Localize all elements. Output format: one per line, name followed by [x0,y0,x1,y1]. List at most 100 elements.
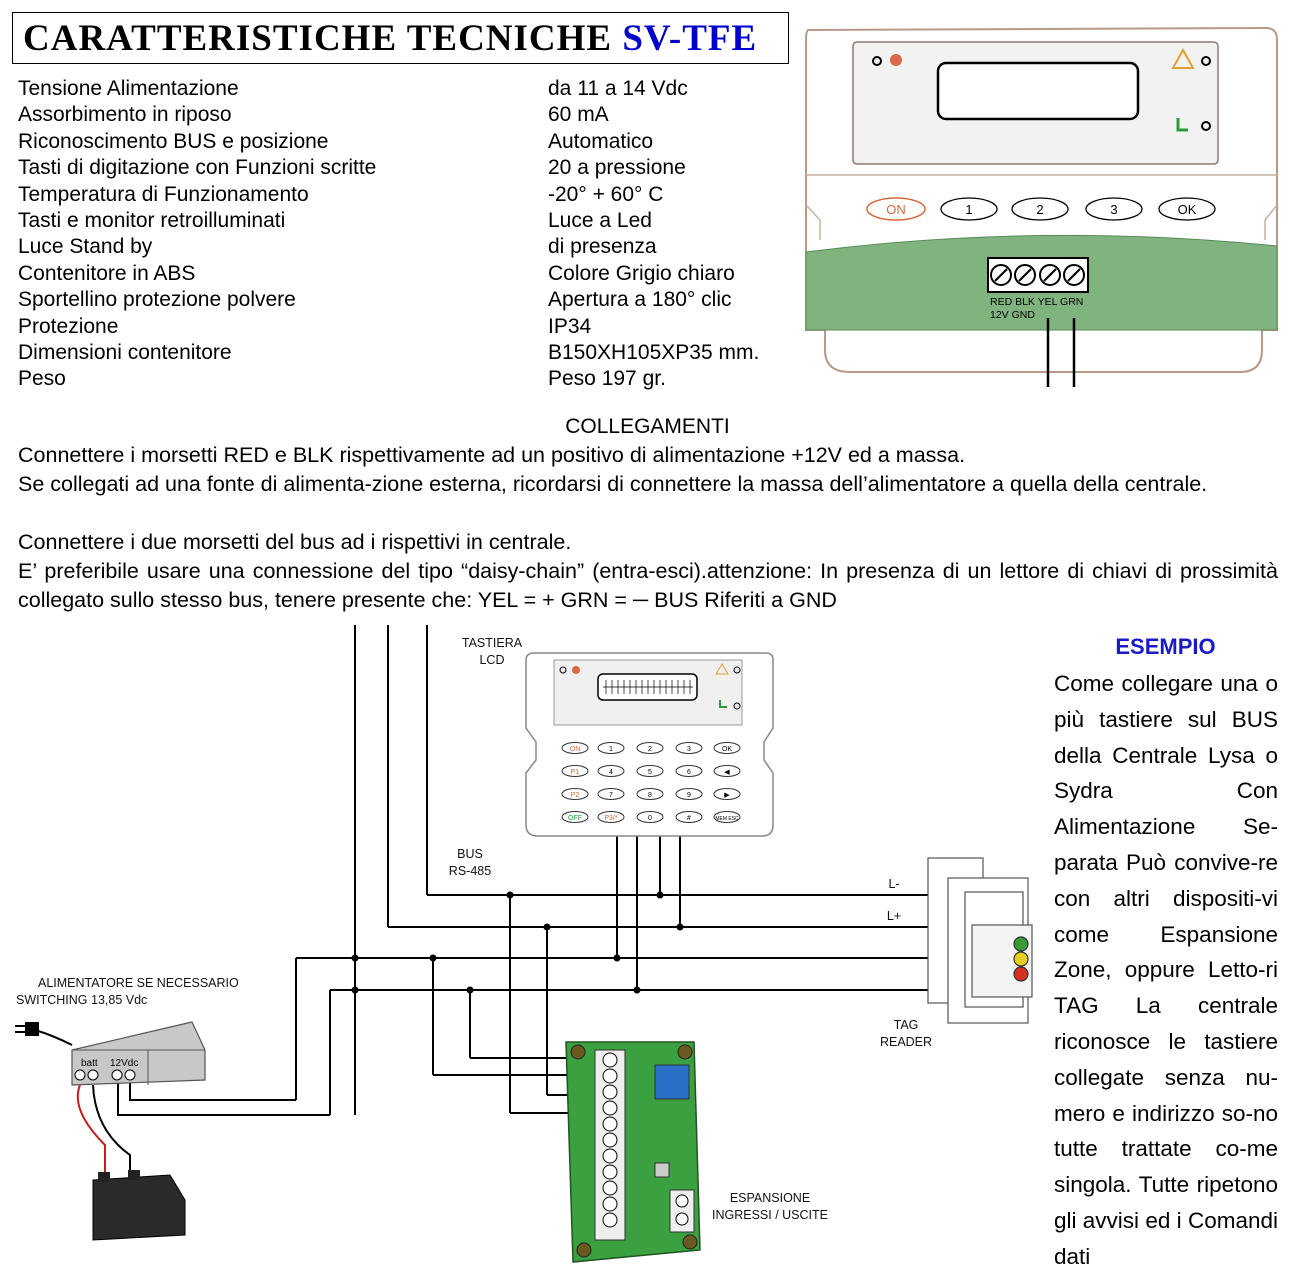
spec-table: Tensione Alimentazione da 11 a 14 Vdc Ass… [18,76,759,393]
paragraph-3: Connettere i due morsetti del bus ad i r… [18,530,572,554]
psu-terminal-12v: 12Vdc [110,1058,138,1069]
spec-value: IP34 [548,314,592,338]
top-keys: ON 1 2 3 OK [866,197,1216,221]
terminal-labels-top: RED BLK YEL GRN [990,296,1083,308]
lcd-key-label: OK [722,746,732,753]
psu-terminal-batt: batt [81,1058,98,1069]
key-on [866,197,926,221]
spec-label: Luce Stand by [18,235,153,259]
paragraph-1: Connettere i morsetti RED e BLK rispetti… [18,443,966,467]
spec-row: Protezione IP34 [18,314,591,340]
spec-label: Riconoscimento BUS e posizione [18,129,329,153]
spec-row: Riconoscimento BUS e posizione Automatico [18,129,653,155]
keypad-display-panel [852,41,1219,165]
warning-icon [1171,47,1195,69]
line-label-minus: L- [888,877,900,891]
section-heading-collegamenti: COLLEGAMENTI [565,415,730,438]
spec-label: Protezione [18,314,119,338]
tag-reader-drawing [927,857,1033,1024]
spec-row: Contenitore in ABS Colore Grigio chiaro [18,261,735,287]
power-supply-drawing: batt 12Vdc [15,1021,206,1086]
spec-value: -20° + 60° C [548,182,664,206]
spec-value: B150XH105XP35 mm. [548,340,760,364]
key-on-label: ON [886,202,906,217]
lcd-key-label: 7 [609,792,613,799]
key-1 [940,197,998,221]
lcd-key-label: 3 [687,746,691,753]
lcd-key-label: P1 [571,769,580,776]
key-ok-label: OK [1178,202,1197,217]
spec-value: 20 a pressione [548,156,686,180]
spec-label: Temperatura di Funzionamento [18,182,309,206]
lcd-screen [936,61,1140,121]
keypad-lcd-drawing [525,652,774,837]
spec-row: Luce Stand by di presenza [18,234,657,260]
led-right-icon [1201,56,1211,66]
lcd-key-label: OFF [568,815,582,822]
spec-row: Temperatura di Funzionamento -20° + 60° C [18,182,663,208]
spec-value: Apertura a 180° clic [548,288,732,312]
spec-value: Peso 197 gr. [548,367,666,391]
led-left-icon [872,56,882,66]
lcd-key-label: P2 [571,792,580,799]
title-model: SV-TFE [622,18,758,59]
spec-value: Automatico [548,129,654,153]
page-title: CARATTERISTICHE TECNICHE SV-TFE [23,17,757,60]
expansion-board-drawing [565,1041,701,1263]
spec-value: da 11 a 14 Vdc [548,77,688,100]
spec-row: Tasti e monitor retroilluminati Luce a Le… [18,208,652,234]
lcd-key-label: 0 [648,815,652,822]
spec-row: Sportellino protezione polvere Apertura a… [18,287,732,313]
alarm-icon [890,54,902,66]
lcd-key-label: 2 [648,746,652,753]
spec-label: Peso [18,367,66,391]
example-body: Come collegare una o più tastiere sul BU… [1054,671,1278,1269]
spec-label: Tasti e monitor retroilluminati [18,208,286,232]
lcd-key-label: 4 [609,769,613,776]
junction-dots [351,891,684,994]
lcd-key-label: 6 [687,769,691,776]
key-ok [1158,197,1216,221]
key-3 [1085,197,1143,221]
spec-label: Contenitore in ABS [18,261,196,285]
spec-label: Assorbimento in riposo [18,103,232,127]
paragraph-4: E’ preferibile usare una connessione del… [18,559,1278,612]
spec-label: Dimensioni contenitore [18,340,232,364]
key-1-label: 1 [965,202,972,217]
line-label-plus: L+ [886,909,902,923]
paragraph-2: Se collegati ad una fonte di alimenta-zi… [18,472,1208,496]
spec-value: Luce a Led [548,208,652,232]
spec-value: Colore Grigio chiaro [548,261,735,285]
key-2 [1011,197,1069,221]
spec-row: Tasti di digitazione con Funzioni scritt… [18,155,686,181]
lcd-key-label: 1 [609,746,613,753]
power-icon [1176,118,1188,132]
lcd-key-label: MEM ESC [715,816,739,822]
spec-label: Sportellino protezione polvere [18,288,296,312]
lcd-key-label: 5 [648,769,652,776]
lcd-key-label: # [687,815,691,822]
lcd-key-label: ▶ [724,792,730,799]
bus-wires [117,625,928,1116]
battery-drawing [76,1084,186,1241]
spec-label: Tensione Alimentazione [18,77,239,100]
keypad-lcd-keys: ON 1 2 3 OK P1 4 5 6 ◀ P2 7 8 9 ▶ OFF P3… [561,742,741,823]
example-title: ESEMPIO [1115,634,1216,659]
lcd-key-label: 9 [687,792,691,799]
led-power-icon [1201,121,1211,131]
lcd-key-label: ◀ [724,769,730,776]
key-2-label: 2 [1036,202,1043,217]
green-back-panel [805,234,1278,331]
key-3-label: 3 [1110,202,1117,217]
keypad-housing [805,26,1278,373]
title-box: CARATTERISTICHE TECNICHE SV-TFE [12,12,789,64]
lcd-key-label: P3/* [604,815,618,822]
spec-value: di presenza [548,235,657,259]
terminal-block [987,257,1089,293]
title-main: CARATTERISTICHE TECNICHE [23,18,623,59]
spec-row: Tensione Alimentazione da 11 a 14 Vdc [18,76,688,102]
